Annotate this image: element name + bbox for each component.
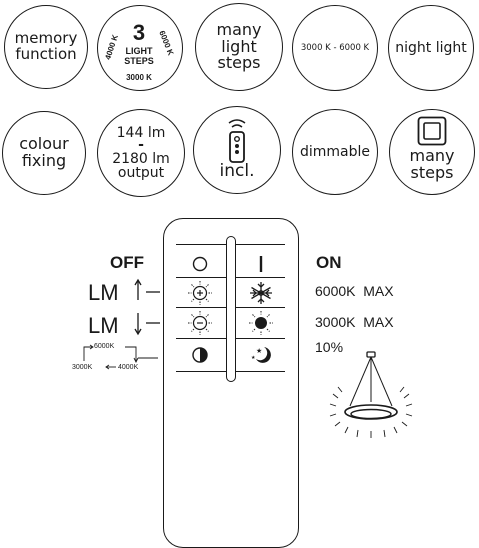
colour-fixing-text: colour fixing: [19, 134, 69, 170]
many-light-steps-text: many light steps: [216, 19, 262, 73]
night-light-button[interactable]: ★ ★: [247, 341, 275, 367]
svg-text:★: ★: [256, 347, 262, 355]
arrow-down-icon: [134, 313, 160, 336]
power-off-button[interactable]: [186, 251, 214, 275]
light-steps-label2: STEPS: [125, 56, 155, 66]
cycle-3000k: 3000K: [72, 364, 93, 371]
many-steps-text: many steps: [409, 146, 455, 182]
range-badge: 3000 K - 6000 K: [292, 5, 378, 91]
many-light-steps-badge: many light steps: [195, 3, 283, 91]
light-steps-label1: LIGHT: [126, 46, 153, 56]
light-steps-badge: 3 LIGHT STEPS 3000 K 4000 K 6000 K: [97, 5, 183, 91]
power-on-icon: [259, 256, 263, 272]
remote-included-text: incl.: [219, 161, 255, 181]
light-steps-right: 6000 K: [158, 30, 176, 57]
warm-white-button[interactable]: [246, 310, 276, 336]
light-steps-left: 4000 K: [104, 34, 121, 62]
brightness-up-button[interactable]: [184, 280, 216, 306]
brightness-up-icon: [188, 281, 212, 305]
on-label: ON: [316, 253, 342, 272]
arrow-up-icon: [134, 278, 160, 300]
light-steps-graphic: 3 LIGHT STEPS 3000 K 4000 K 6000 K: [104, 20, 176, 82]
moon-stars-icon: ★ ★: [251, 347, 271, 363]
square-steps-icon: [417, 116, 447, 146]
output-badge: 144 lm - 2180 lm output: [97, 109, 185, 197]
power-off-icon: [192, 256, 208, 272]
light-steps-bottom: 3000 K: [127, 73, 153, 82]
remote-center-bar: [226, 236, 236, 382]
half-circle-icon: [192, 347, 208, 363]
lm-down-label: LM: [88, 313, 119, 338]
remote-included-badge: incl.: [193, 106, 281, 194]
output-label: output: [117, 164, 165, 181]
brightness-down-icon: [188, 311, 212, 335]
night-light-badge: night light: [388, 5, 474, 91]
night-percent-label: 10%: [315, 339, 344, 355]
sun-full-icon: [249, 311, 273, 335]
output-min: 144 lm: [116, 125, 166, 142]
lamp-icon: [329, 351, 413, 438]
cycle-4000k: 4000K: [118, 364, 139, 371]
color-cycle-button[interactable]: [186, 343, 214, 367]
brightness-down-button[interactable]: [184, 310, 216, 336]
light-steps-number: 3: [133, 20, 145, 45]
night-light-text: night light: [395, 39, 467, 56]
dimmable-text: dimmable: [299, 143, 371, 160]
power-on-button[interactable]: [247, 251, 275, 275]
output-dash: -: [138, 137, 144, 154]
cycle-arrows-icon: [83, 344, 158, 370]
range-text: 3000 K - 6000 K: [300, 42, 370, 53]
dimmable-badge: dimmable: [292, 109, 378, 195]
memory-function-text: memory function: [14, 29, 78, 63]
warm-max-label: 3000K MAX: [315, 314, 394, 330]
cool-max-label: 6000K MAX: [315, 283, 394, 299]
output-max: 2180 lm: [112, 150, 170, 167]
snowflake-icon: [250, 282, 272, 304]
svg-text:★: ★: [251, 355, 256, 361]
cool-white-button[interactable]: [246, 279, 276, 307]
memory-function-badge: memory function: [4, 5, 88, 89]
off-label: OFF: [110, 253, 144, 272]
many-steps-badge: many steps: [389, 109, 475, 195]
remote-icon: [228, 119, 246, 163]
lm-up-label: LM: [88, 280, 119, 305]
colour-fixing-badge: colour fixing: [2, 111, 86, 195]
cycle-6000k: 6000K: [94, 343, 115, 350]
output-block: 144 lm - 2180 lm output: [112, 126, 170, 179]
